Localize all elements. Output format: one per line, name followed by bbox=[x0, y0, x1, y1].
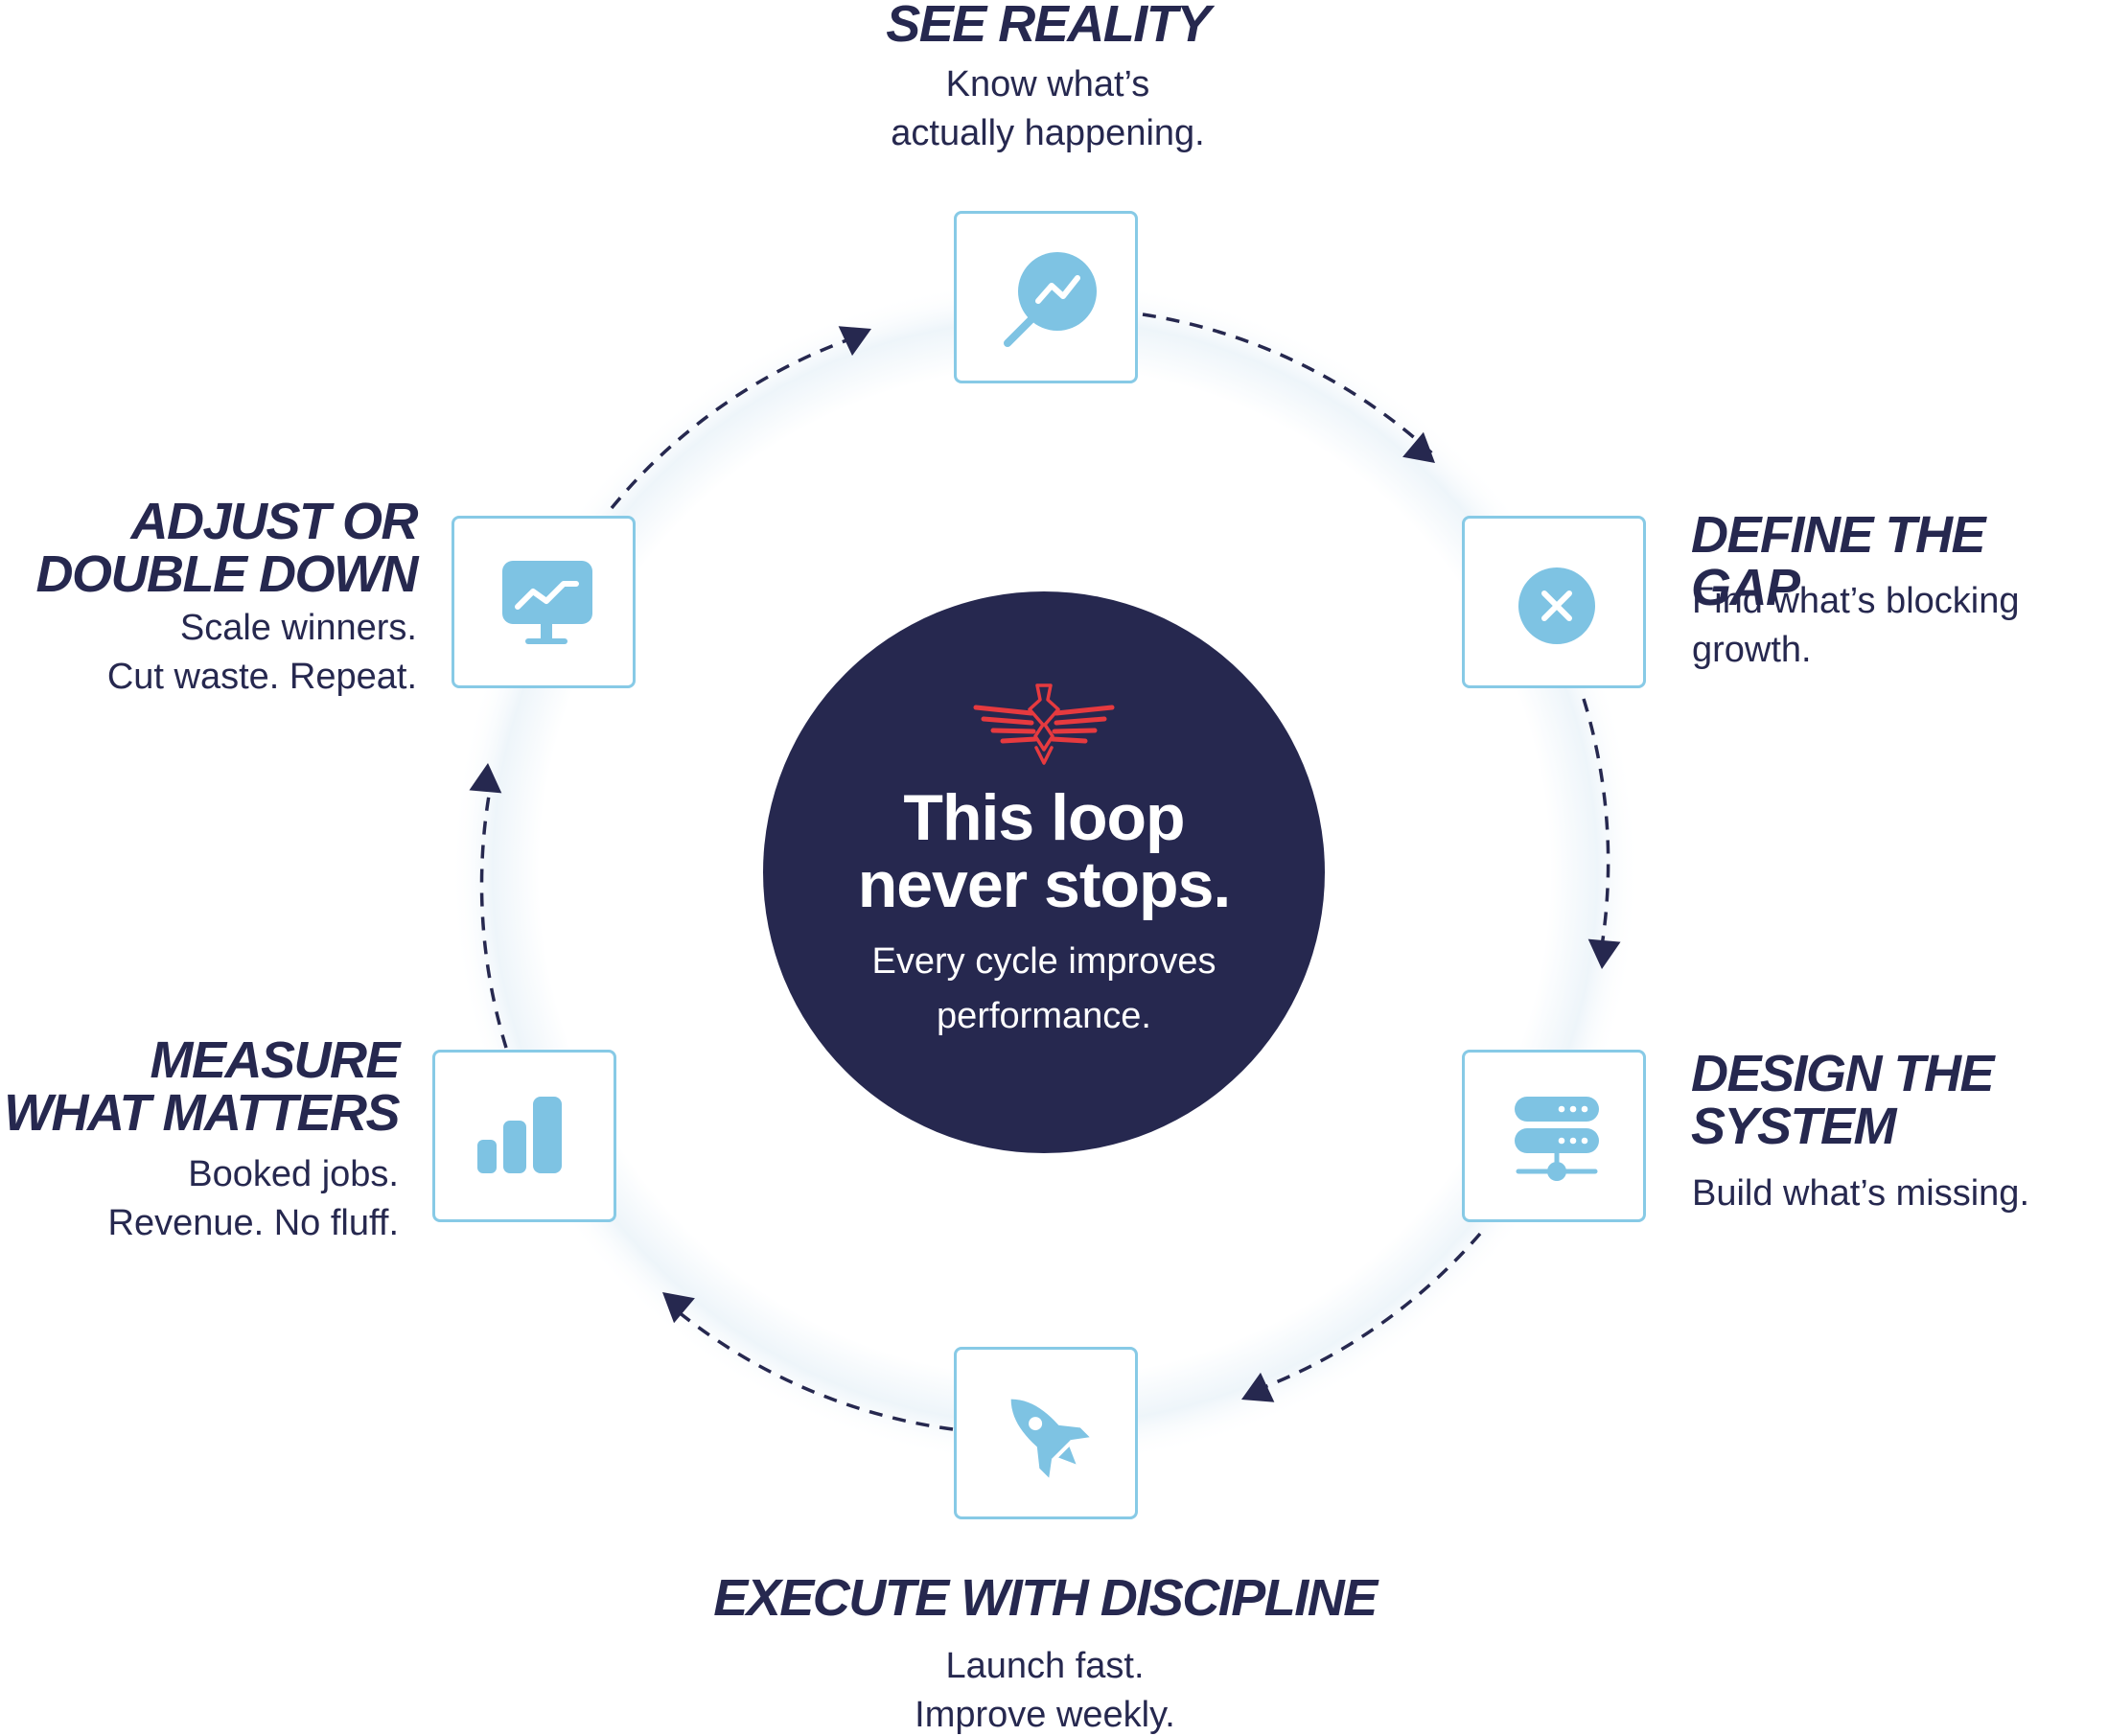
server-stack-icon bbox=[1515, 1097, 1599, 1181]
step-desc-see-reality: Know what’s actually happening. bbox=[891, 64, 1205, 153]
step-desc-define-the-gap: Find what’s blocking growth. bbox=[1692, 581, 2020, 670]
step-desc-measure-what-matters: Booked jobs. Revenue. No fluff. bbox=[107, 1154, 399, 1243]
arrowhead-5 bbox=[469, 763, 502, 794]
magnifier-trend-icon bbox=[1004, 252, 1097, 347]
arrowhead-1 bbox=[1402, 431, 1435, 463]
bar-chart-icon bbox=[477, 1097, 562, 1173]
step-node-define-the-gap bbox=[1462, 516, 1646, 688]
connector-5 bbox=[479, 795, 508, 1049]
rocket-icon bbox=[1010, 1399, 1090, 1478]
connector-3 bbox=[1263, 1232, 1482, 1389]
arrowhead-3 bbox=[1241, 1372, 1275, 1402]
step-node-execute-with-discipline bbox=[954, 1347, 1138, 1519]
step-title-define-the-gap: DEFINE THE GAP bbox=[1691, 506, 1986, 616]
step-desc-adjust-or-double-down: Scale winners. Cut waste. Repeat. bbox=[106, 608, 417, 697]
step-desc-design-the-system: Build what’s missing. bbox=[1692, 1173, 2030, 1214]
arrowhead-2 bbox=[1587, 938, 1621, 969]
connector-6 bbox=[610, 337, 850, 510]
step-node-adjust-or-double-down bbox=[452, 516, 636, 688]
step-node-see-reality bbox=[954, 211, 1138, 383]
step-title-see-reality: SEE REALITY bbox=[886, 0, 1211, 53]
winged-emblem-icon bbox=[973, 683, 1115, 765]
step-title-measure-what-matters: MEASURE WHAT MATTERS bbox=[4, 1031, 400, 1142]
connector-2 bbox=[1582, 698, 1610, 947]
arrowhead-6 bbox=[838, 326, 871, 357]
arrowhead-4 bbox=[662, 1292, 695, 1324]
step-title-adjust-or-double-down: ADJUST OR DOUBLE DOWN bbox=[35, 493, 419, 603]
step-desc-execute-with-discipline: Launch fast. Improve weekly. bbox=[915, 1646, 1175, 1735]
center-subtitle: Every cycle improves performance. bbox=[871, 941, 1216, 1036]
step-node-design-the-system bbox=[1462, 1050, 1646, 1222]
step-title-execute-with-discipline: EXECUTE WITH DISCIPLINE bbox=[713, 1569, 1378, 1627]
step-title-design-the-system: DESIGN THE SYSTEM bbox=[1691, 1045, 1995, 1155]
center-title: This loop never stops. bbox=[857, 781, 1232, 921]
step-node-measure-what-matters bbox=[432, 1050, 616, 1222]
monitor-trend-icon bbox=[502, 561, 592, 644]
connector-4 bbox=[671, 1306, 954, 1431]
close-circle-icon bbox=[1518, 567, 1595, 644]
